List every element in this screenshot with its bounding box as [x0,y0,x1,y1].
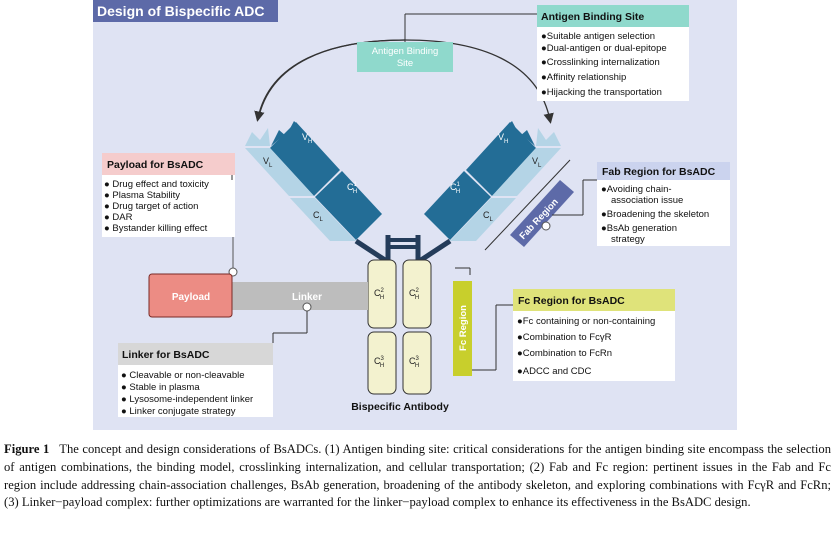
right-vl-tip [536,128,561,146]
abs-item-2: ●Dual-antigen or dual-epitope [541,43,667,54]
fab-item-1: ●Avoiding chain- [601,184,672,195]
fc-region-bar: Fc Region [453,281,472,376]
left-vl-label: VL [263,156,273,169]
antigen-binding-site-panel: Antigen Binding Site ●Suitable antigen s… [537,5,689,101]
right-vl-domain [492,148,561,196]
left-cl-label: CL [313,210,324,223]
antigen-binding-center-box [357,42,453,72]
payload-linker-complex: Linker Payload [148,273,368,318]
fab-item-3: ●BsAb generation [601,223,677,234]
abs-item-4: ●Affinity relationship [541,72,626,83]
linker-item-3: ● Lysosome-independent linker [121,394,253,405]
fc-item-2: ●Combination to FcγR [517,332,612,343]
hinge [354,235,452,265]
binding-arc-left-head [254,39,406,122]
antibody-label: Bispecific Antibody [351,401,449,413]
center-label-line1: Antigen Binding [372,46,439,57]
payload-item-1: ● Drug effect and toxicity [104,179,209,190]
caption-text: The concept and design considerations of… [4,442,832,510]
fc-domains [367,259,432,395]
right-vl-label: VL [532,156,542,169]
right-vh-label: VH [498,132,508,145]
left-fab-arm [245,121,382,241]
right-fab-arm [424,121,571,251]
abs-item-5: ●Hijacking the transportation [541,87,662,98]
left-ch1-domain [315,171,382,240]
fab-item-3-cont: strategy [611,234,645,245]
payload-box-label: Payload [172,292,210,303]
right-vh-domain [466,122,536,196]
fc-region-title: Fc Region for BsADC [518,295,625,307]
left-vh-tip [271,121,297,146]
linker-panel-title: Linker for BsADC [122,349,210,361]
left-ch3-domain [367,331,397,395]
right-ch1-domain [424,171,491,240]
antigen-binding-site-title: Antigen Binding Site [541,11,644,23]
payload-panel-title: Payload for BsADC [107,159,204,171]
right-cl-domain [450,198,516,241]
fc-region-bar-label: Fc Region [458,305,469,351]
right-ch2-domain [402,259,432,329]
abs-item-1: ●Suitable antigen selection [541,31,655,42]
fc-item-3: ●Combination to FcRn [517,348,612,359]
payload-box [148,273,233,318]
payload-panel: Payload for BsADC ● Drug effect and toxi… [102,153,235,237]
fc-item-4: ●ADCC and CDC [517,366,592,377]
right-vh-tip [509,121,535,146]
payload-item-4: ● DAR [104,212,133,223]
fab-region-bracket [484,159,571,251]
fc-item-1: ●Fc containing or non-containing [517,316,655,327]
payload-item-3: ● Drug target of action [104,201,198,212]
center-label-line2: Site [397,58,413,69]
left-vh-label: VH [302,132,312,145]
fab-item-1-cont: association issue [611,195,683,206]
diagram-title: Design of Bispecific ADC [97,3,265,19]
linker-item-2: ● Stable in plasma [121,382,200,393]
fab-connector-dot [541,221,551,231]
left-vl-domain [245,148,314,196]
payload-item-5: ● Bystander killing effect [104,223,208,234]
right-cl-label: CL [483,210,494,223]
fc-region-panel: Fc Region for BsADC ●Fc containing or no… [513,289,675,381]
abs-item-3: ●Crosslinking internalization [541,57,660,68]
left-ch2-domain [367,259,397,329]
linker-panel: Linker for BsADC ● Cleavable or non-clea… [118,343,273,417]
payload-item-2: ● Plasma Stability [104,190,180,201]
left-cl-domain [290,198,356,241]
linker-bar-label: Linker [292,292,322,303]
fab-region-title: Fab Region for BsADC [602,166,716,178]
linker-item-1: ● Cleavable or non-cleavable [121,370,245,381]
left-vl-tip [245,128,270,146]
linker-item-4: ● Linker conjugate strategy [121,406,236,417]
linker-connector-dot [302,302,312,312]
caption-label: Figure 1 [4,442,50,456]
right-ch3-domain [402,331,432,395]
title-box [93,0,278,22]
fab-region-panel: Fab Region for BsADC ●Avoiding chain- as… [597,162,730,246]
fab-item-2: ●Broadening the skeleton [601,209,709,220]
left-vh-domain [270,122,340,196]
linker-bar [226,282,368,310]
